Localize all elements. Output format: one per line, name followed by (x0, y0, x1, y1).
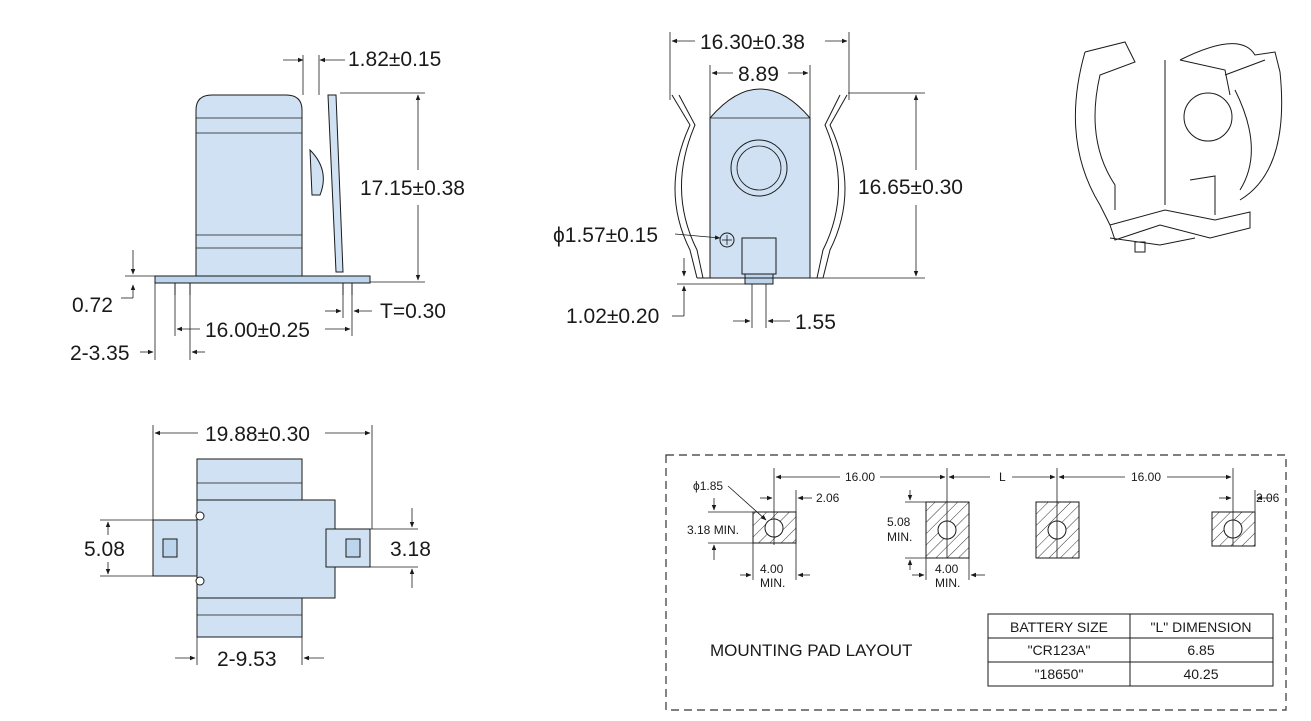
dim-206-right: 2.06 (1256, 491, 1280, 505)
front-view: 16.30±0.38 8.89 16.65±0.30 ϕ1.57±0.15 1.… (553, 31, 963, 334)
dim-inner: 8.89 (738, 63, 779, 86)
table-header-l: "L" DIMENSION (1151, 619, 1252, 635)
dim-bottom: 1.02±0.20 (566, 305, 659, 328)
dim-508-2: MIN. (887, 530, 912, 544)
dim-508-1: 5.08 (887, 515, 911, 529)
dim-slots: 2-9.53 (217, 648, 277, 671)
pad-layout-title: MOUNTING PAD LAYOUT (710, 641, 912, 660)
bottom-view: 19.88±0.30 5.08 3.18 2-9.53 (84, 423, 431, 671)
table-cell: "18650" (1035, 666, 1084, 682)
table-header-size: BATTERY SIZE (1010, 619, 1108, 635)
dim-width-side: 16.00±0.25 (205, 319, 310, 342)
battery-table: BATTERY SIZE "L" DIMENSION "CR123A" 6.85… (987, 613, 1274, 687)
dim-height-side: 17.15±0.38 (360, 177, 465, 200)
dim-hole: ϕ1.57±0.15 (553, 224, 658, 247)
dim-400a-2: MIN. (760, 576, 785, 590)
dim-right-bottom: 3.18 (390, 538, 431, 561)
dim-outer: 16.30±0.38 (700, 31, 805, 54)
dim-pad-hole: ϕ1.85 (693, 479, 723, 493)
isometric-view (1074, 41, 1283, 253)
dim-thickness: T=0.30 (380, 300, 446, 323)
dim-400b-2: MIN. (935, 576, 960, 590)
dim-pins: 2-3.35 (70, 342, 130, 365)
table-cell: 40.25 (1183, 666, 1218, 682)
table-cell: 6.85 (1187, 642, 1214, 658)
dim-width-bottom: 19.88±0.30 (205, 423, 310, 446)
dim-pitch-right: 16.00 (1131, 470, 1161, 484)
dim-top: 1.82±0.15 (348, 48, 441, 71)
dim-pitch-left: 16.00 (845, 470, 875, 484)
dim-L: L (999, 470, 1006, 484)
mounting-pad-layout: 16.00 L 16.00 ϕ1.85 2.06 2.06 3.18 MIN. … (665, 454, 1287, 711)
dim-206-left: 2.06 (816, 491, 840, 505)
dim-height-front: 16.65±0.30 (858, 176, 963, 199)
dim-left-side: 0.72 (72, 294, 113, 317)
dim-left-bottom: 5.08 (84, 538, 125, 561)
side-view: 1.82±0.15 17.15±0.38 0.72 T=0.30 16.00±0… (70, 48, 465, 365)
table-cell: "CR123A" (1028, 642, 1091, 658)
dim-400a-1: 4.00 (760, 562, 784, 576)
dim-400b-1: 4.00 (935, 562, 959, 576)
dim-318: 3.18 MIN. (687, 523, 739, 537)
dim-tab: 1.55 (795, 311, 836, 334)
